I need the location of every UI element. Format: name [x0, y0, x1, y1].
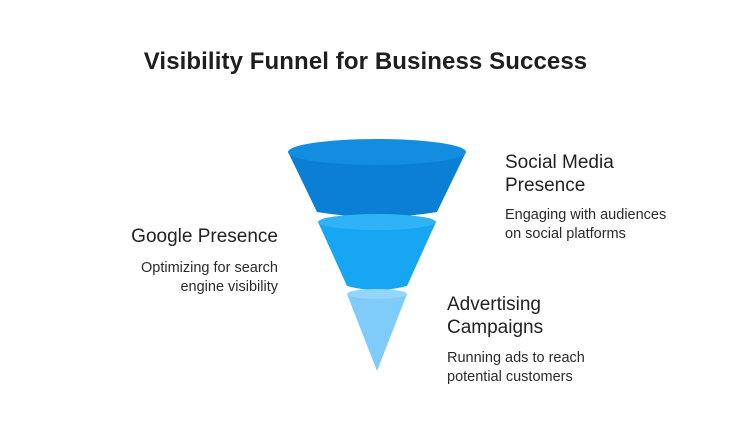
- funnel-stage-advertising: [347, 289, 407, 371]
- google-presence-description: Optimizing for search engine visibility: [141, 260, 278, 295]
- funnel-stage-google: [318, 214, 436, 290]
- funnel-segment-top: [288, 152, 466, 217]
- advertising-label: Advertising Campaigns: [447, 294, 544, 338]
- google-presence-label: Google Presence: [131, 226, 278, 247]
- social-media-label: Social Media Presence: [505, 152, 614, 196]
- funnel-segment-middle: [318, 222, 436, 290]
- funnel-segment-bottom: [347, 294, 407, 371]
- diagram-title: Visibility Funnel for Business Success: [143, 48, 588, 75]
- funnel-rim-bottom: [347, 289, 407, 299]
- social-media-description: Engaging with audiences on social platfo…: [505, 207, 667, 242]
- funnel-rim-top: [288, 139, 466, 165]
- advertising-description: Running ads to reach potential customers: [447, 350, 585, 385]
- funnel-rim-middle: [318, 214, 436, 230]
- funnel-stage-social-media: [288, 139, 466, 217]
